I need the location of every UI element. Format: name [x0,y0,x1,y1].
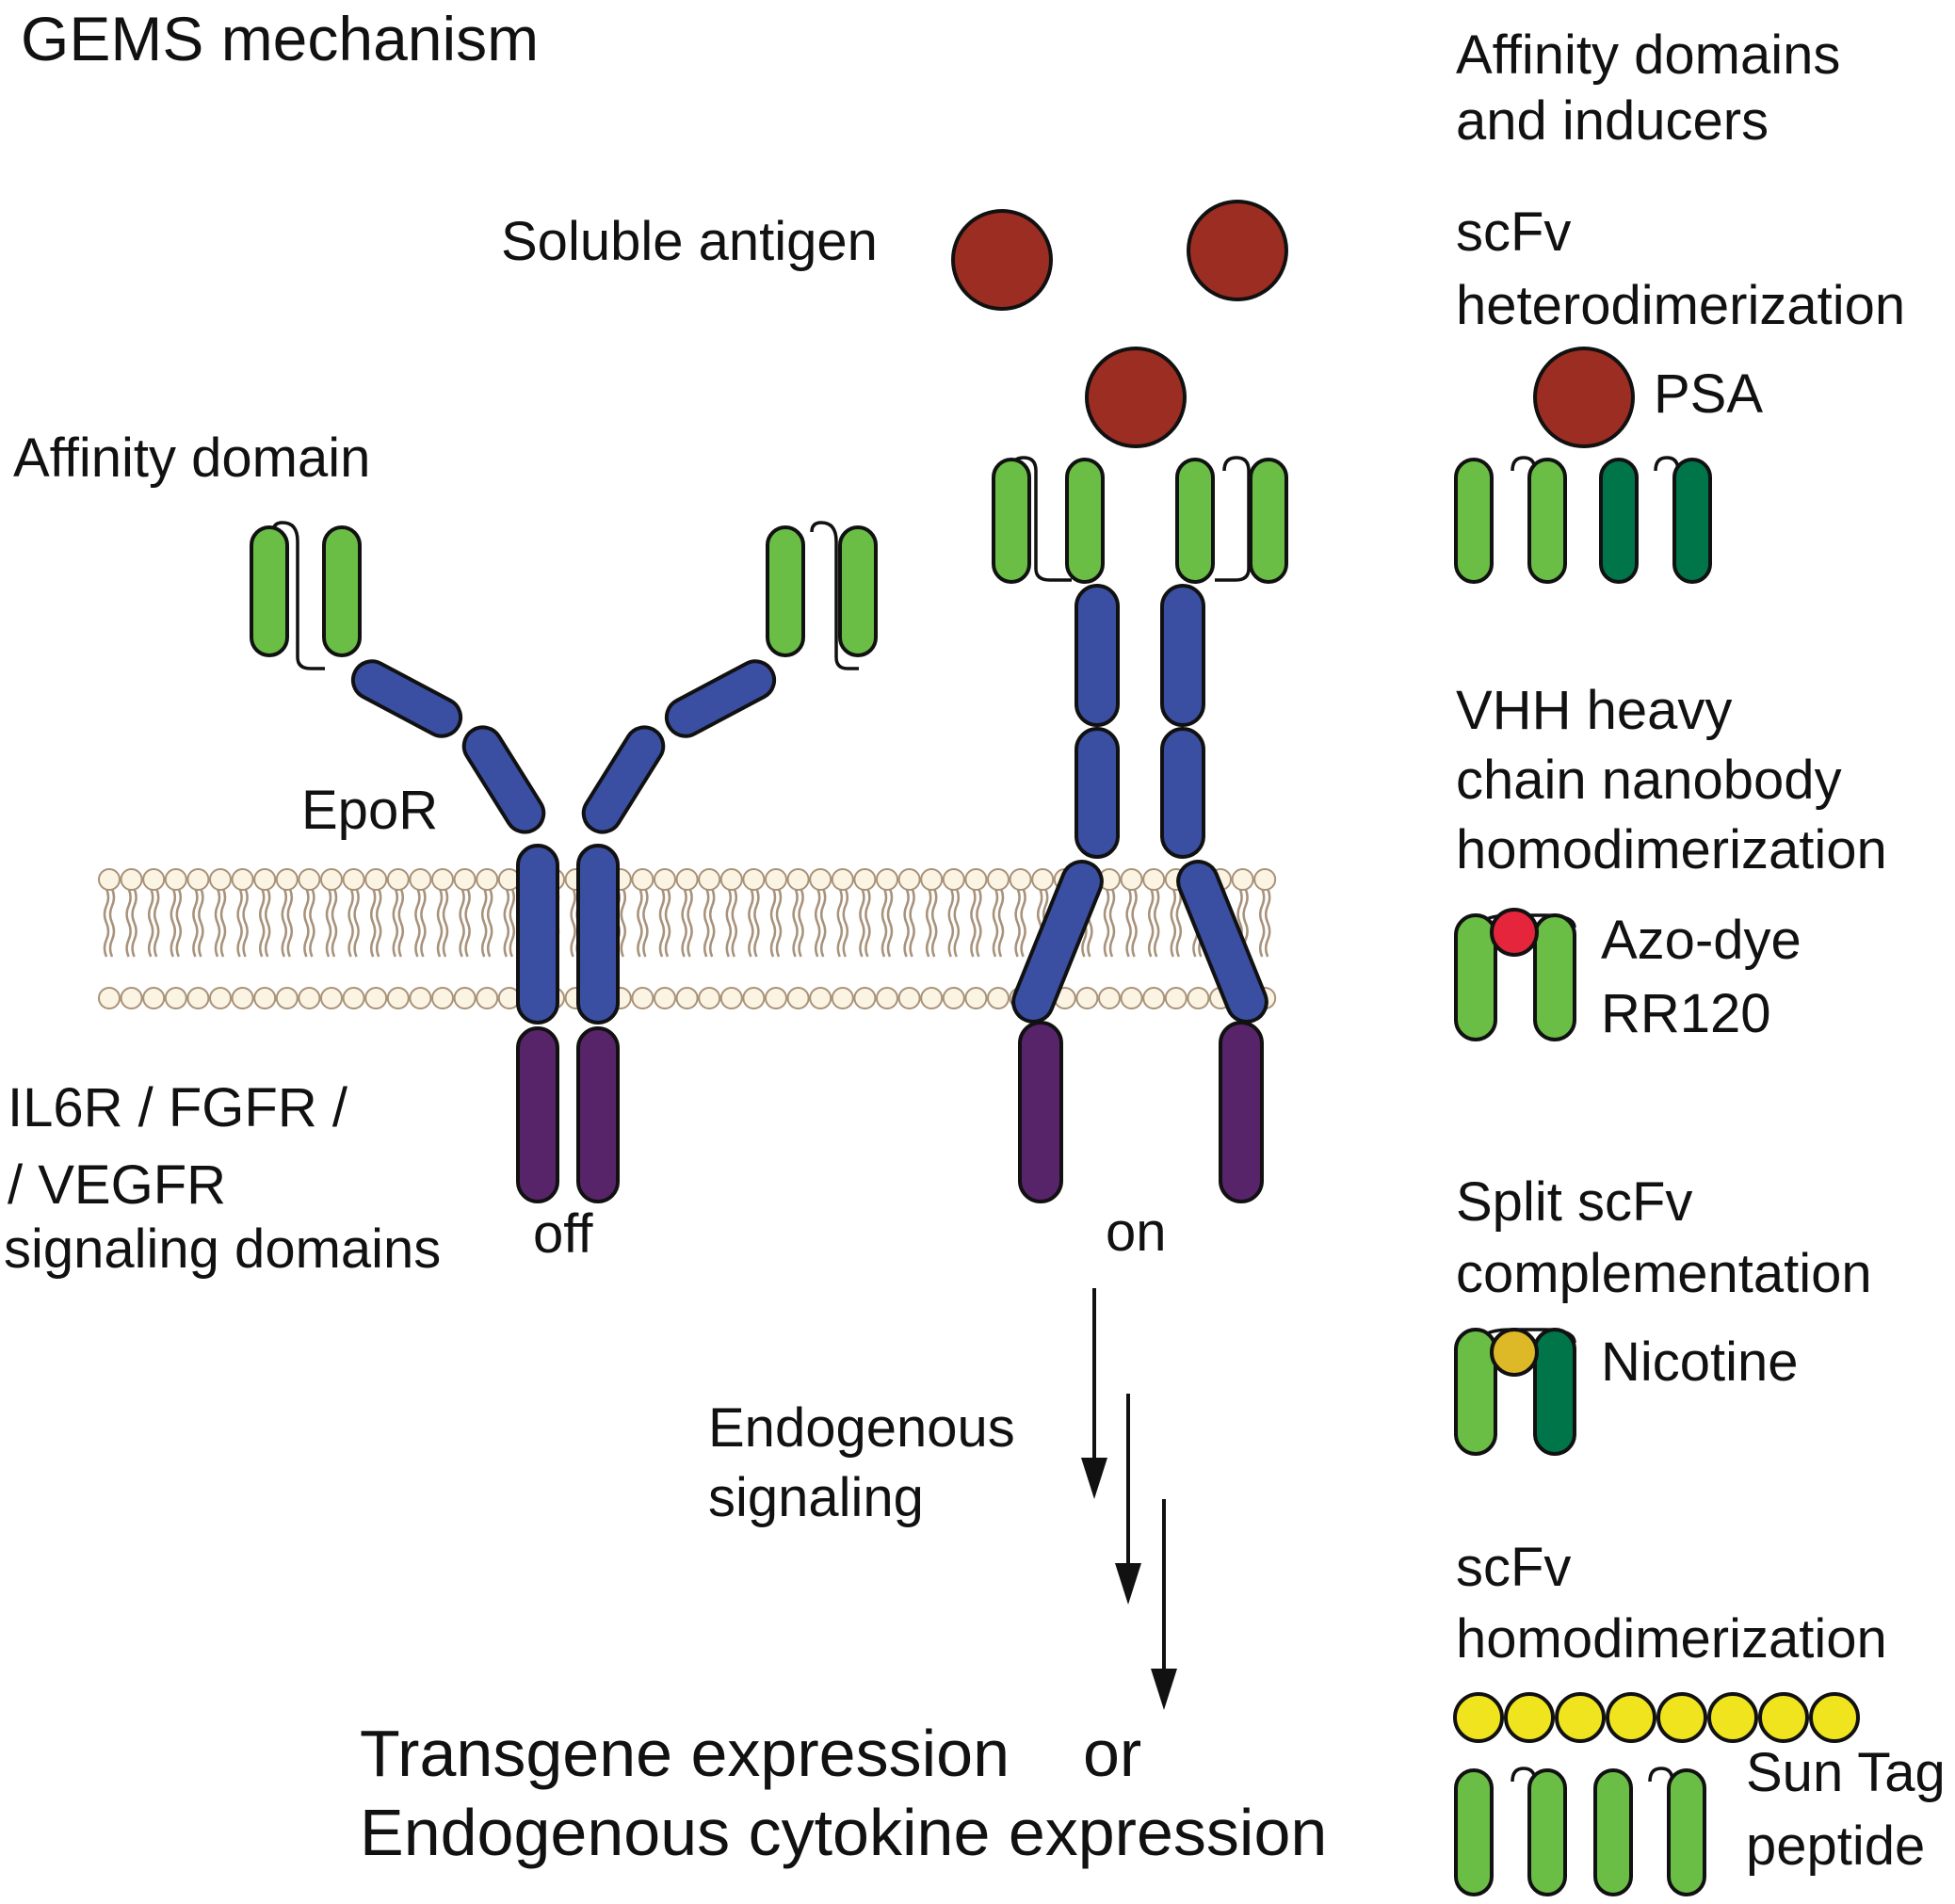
label-output-1a: Transgene expression [360,1717,1010,1790]
section-title: complementation [1456,1243,1872,1304]
suntag-bead [1453,1692,1504,1743]
side-header-1: Affinity domains [1456,24,1840,86]
label-affinity-domain: Affinity domain [13,428,370,489]
suntag-bead [1504,1692,1555,1743]
section-title: Split scFv [1456,1171,1692,1233]
split-scfv-icon [1454,1328,1576,1456]
suntag-bead [1606,1692,1656,1743]
inducer-label-peptide: peptide [1746,1815,1925,1877]
suntag-bead [1656,1692,1707,1743]
label-signaling-domains-2: / VEGFR [8,1154,226,1216]
antigen-particle [951,209,1053,311]
label-epor: EpoR [301,780,438,841]
diagram-title: GEMS mechanism [21,4,539,73]
suntag-bead [1809,1692,1860,1743]
label-output-2: Endogenous cytokine expression [360,1796,1327,1869]
vhh-homodimer-icon [1454,908,1576,1041]
suntag-peptide-beads [1453,1692,1860,1743]
antigen-particle [1187,200,1288,301]
suntag-bead [1707,1692,1758,1743]
inducer-label-nicotine: Nicotine [1601,1331,1799,1393]
signaling-arrows [1081,1288,1177,1710]
label-on: on [1106,1202,1167,1263]
affinity-domain-right [766,521,878,670]
affinity-domain-left [250,521,362,670]
inducer-label-azo-dye: Azo-dye [1601,910,1802,971]
azo-dye-molecule [1490,908,1539,957]
nicotine-molecule [1490,1328,1539,1377]
side-header-2: and inducers [1456,90,1769,152]
epor-domain [350,659,777,1025]
receptor-on [992,456,1288,1203]
soluble-antigens [951,200,1288,448]
signaling-domain [516,1026,620,1203]
inducer-label-psa: PSA [1654,363,1763,425]
label-endogenous-2: signaling [708,1467,924,1528]
section-title: homodimerization [1456,819,1887,880]
epor-domain [1011,584,1268,1024]
label-off: off [533,1203,593,1265]
label-output-1b: or [1083,1717,1141,1790]
section-title: VHH heavy [1456,680,1732,741]
label-soluble-antigen: Soluble antigen [501,211,878,272]
suntag-bead [1758,1692,1809,1743]
affinity-domain-left [992,456,1105,584]
suntag-bead [1555,1692,1606,1743]
label-signaling-domains-3: signaling domains [4,1218,441,1280]
inducer-label-rr120: RR120 [1601,983,1771,1044]
psa-antigen [1533,347,1635,448]
scfv-homodimer [1454,1767,1706,1896]
signaling-domain [1018,1021,1264,1203]
inducer-label-suntag: Sun Tag [1746,1742,1946,1803]
antigen-particle-bound [1085,347,1187,448]
scfv-heterodimer-icon [1454,347,1712,584]
affinity-domain-right [1175,456,1288,584]
section-title: chain nanobody [1456,750,1842,811]
suntag-icon [1453,1692,1860,1896]
section-title: heterodimerization [1456,275,1905,336]
section-title: homodimerization [1456,1608,1887,1670]
section-title: scFv [1456,202,1571,263]
receptor-off [250,521,878,1203]
section-title: scFv [1456,1537,1571,1598]
label-endogenous-1: Endogenous [708,1397,1015,1459]
label-signaling-domains-1: IL6R / FGFR / [8,1077,348,1138]
